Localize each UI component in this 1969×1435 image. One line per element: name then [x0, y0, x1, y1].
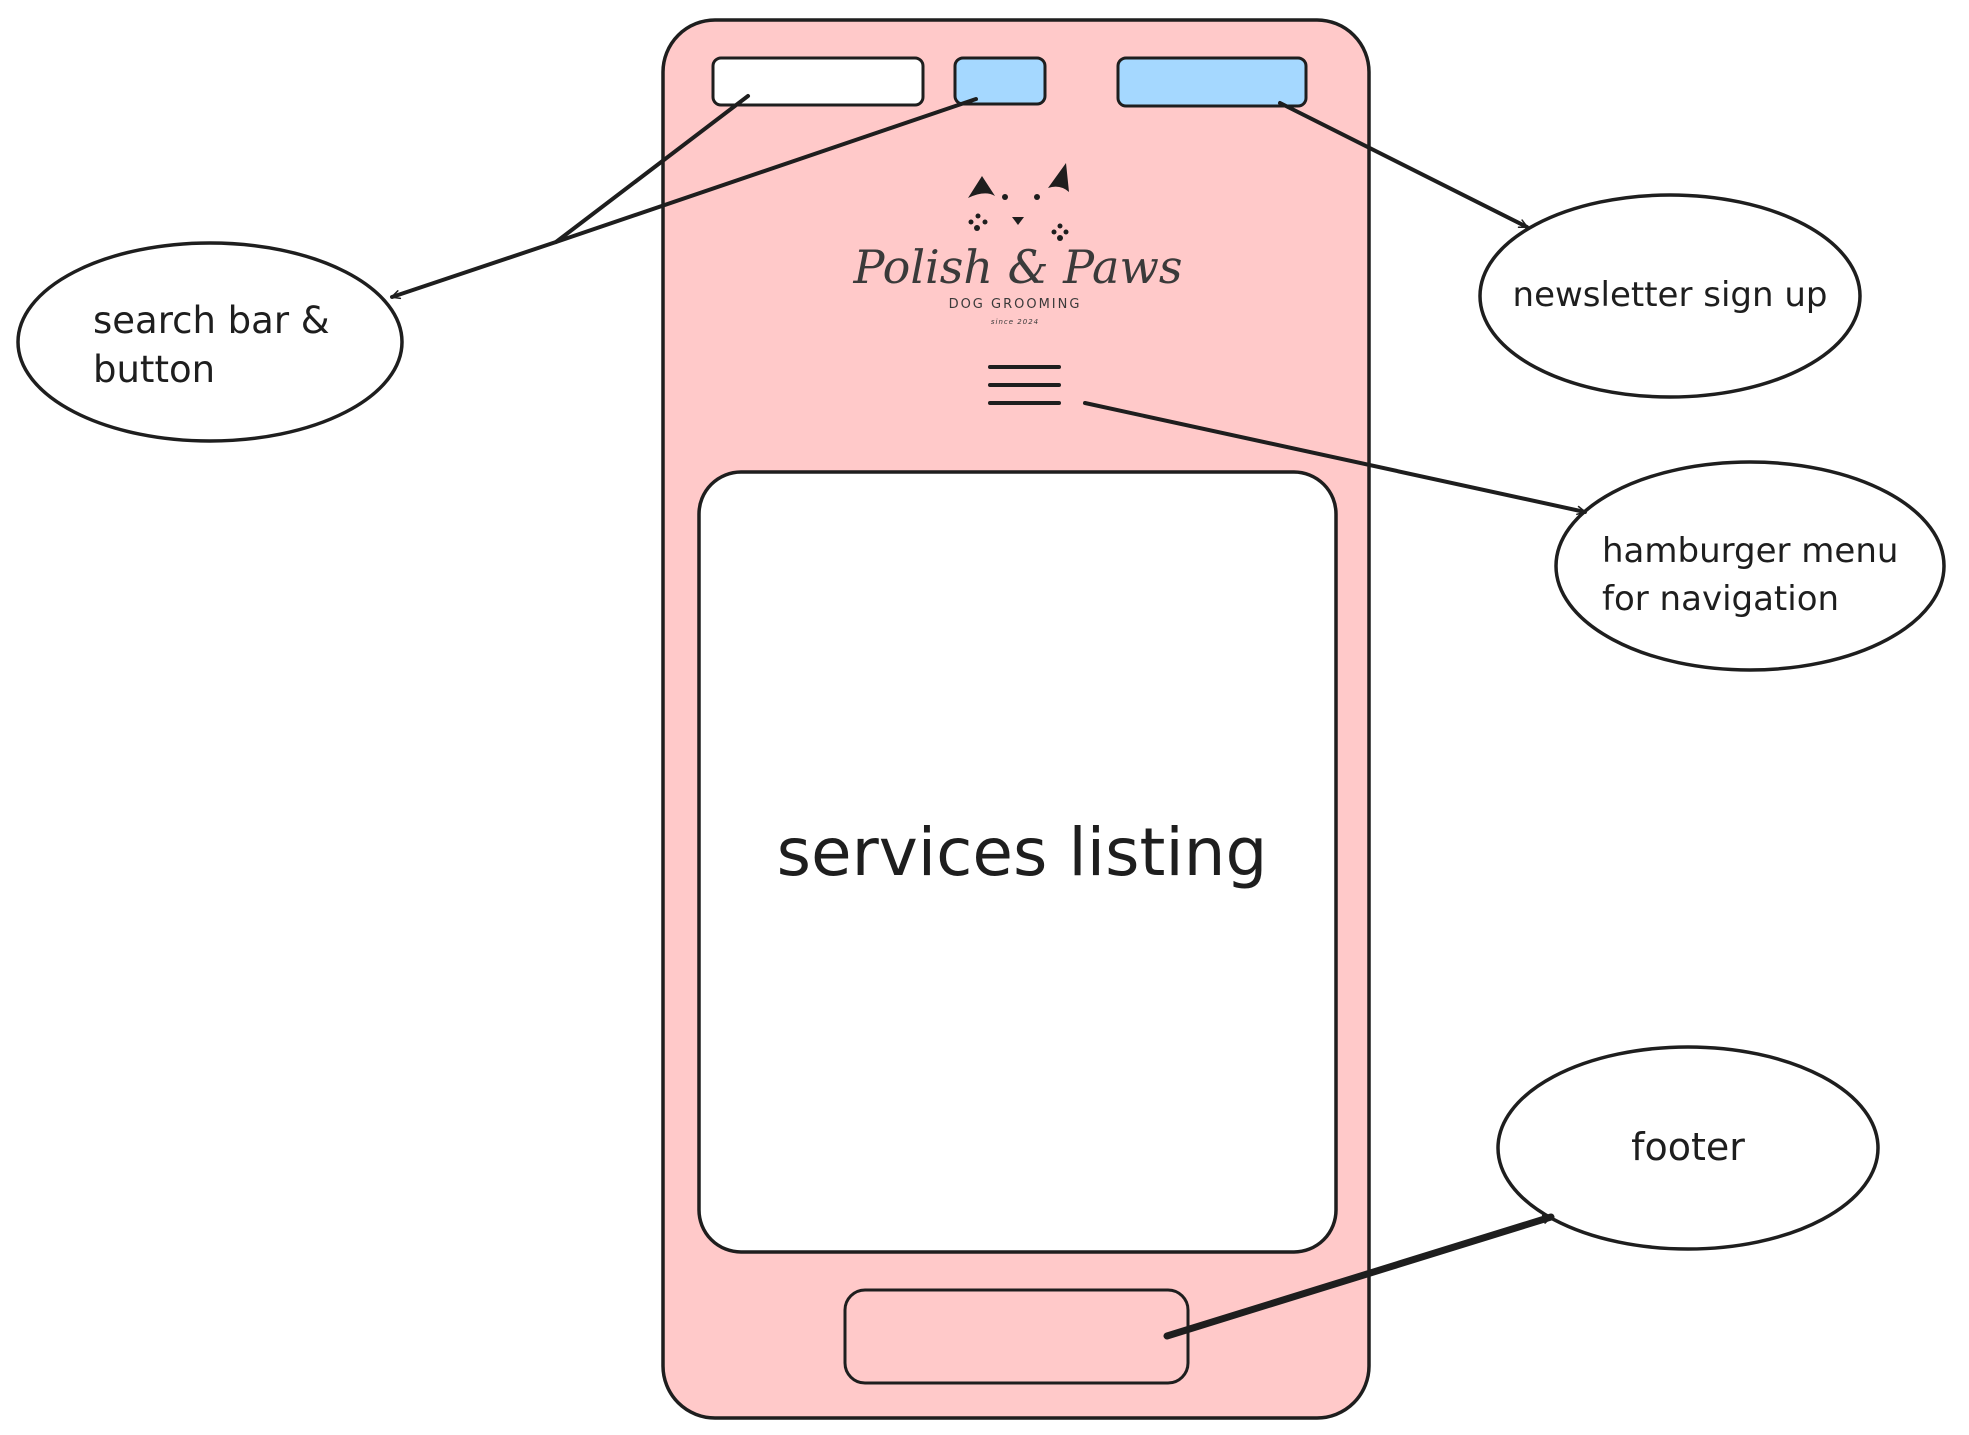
annotation-bubble-search	[16, 241, 404, 443]
services-listing-panel	[697, 470, 1338, 1254]
annotation-bubble-footer	[1496, 1045, 1880, 1251]
annotation-arrows	[390, 94, 1587, 1340]
annotation-hamburger-line-2: for navigation	[1602, 579, 1839, 619]
arrow-search-input	[554, 94, 750, 244]
logo-tagline: DOG GROOMING	[949, 297, 1082, 312]
footer-bar	[843, 1288, 1190, 1385]
search-input[interactable]	[711, 56, 925, 107]
search-button[interactable]	[953, 56, 1047, 106]
brand-logo: Polish & Paws DOG GROOMING since 2024	[853, 163, 1183, 326]
annotation-bubble-hamburger	[1554, 460, 1946, 672]
arrow-search-button	[390, 97, 978, 300]
arrow-hamburger	[1083, 401, 1587, 516]
arrow-footer	[1163, 1213, 1555, 1340]
logo-name: Polish & Paws	[853, 240, 1183, 294]
annotation-bubble-newsletter	[1478, 193, 1862, 399]
annotation-newsletter-text: newsletter sign up	[1513, 275, 1828, 315]
newsletter-signup-button[interactable]	[1116, 56, 1308, 108]
arrow-newsletter	[1278, 101, 1529, 229]
hamburger-menu-icon[interactable]	[985, 356, 1065, 405]
annotation-search-line-1: search bar &	[93, 299, 330, 342]
logo-since: since 2024	[991, 318, 1039, 326]
annotation-footer-text: footer	[1631, 1125, 1745, 1169]
services-listing-label: services listing	[777, 814, 1268, 891]
dog-face-paws-icon	[968, 163, 1069, 241]
annotation-search-line-2: button	[93, 348, 215, 391]
annotation-hamburger-line-1: hamburger menu	[1602, 531, 1898, 571]
